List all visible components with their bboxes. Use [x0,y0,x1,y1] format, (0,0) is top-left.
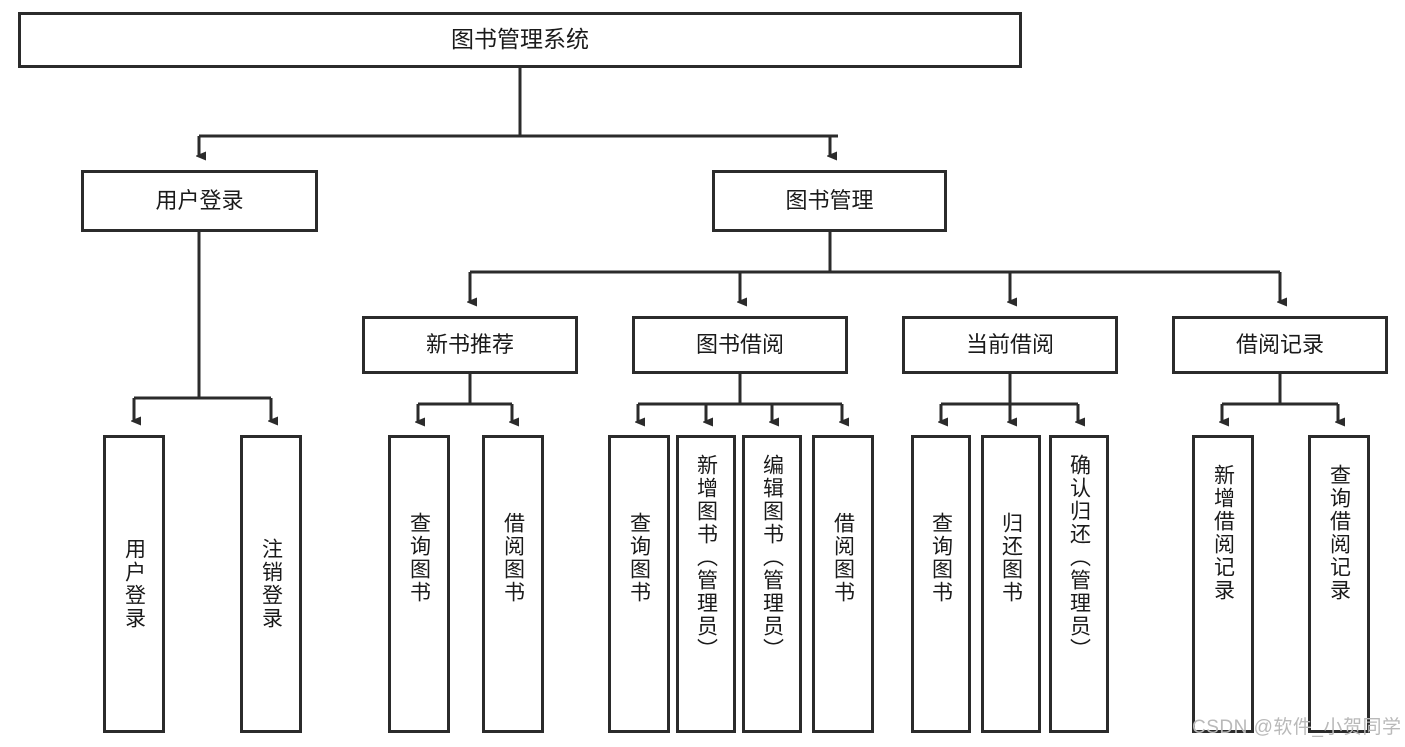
leaf-br-add-record[interactable]: 新增借阅记录 [1192,435,1254,733]
node-new-book-recommend-label: 新书推荐 [425,332,514,358]
csdn-watermark: CSDN @软件_小贺同学 [1192,717,1402,738]
leaf-bb-edit-book-label: 编辑图书（管理员） [760,454,784,661]
leaf-nb-query-book-label: 查询图书 [407,512,431,604]
leaf-br-query-record-label: 查询借阅记录 [1327,464,1351,602]
node-current-borrow-label: 当前借阅 [965,332,1054,358]
leaf-cb-query-book-label: 查询图书 [929,512,953,604]
leaf-br-add-record-label: 新增借阅记录 [1211,464,1235,602]
leaf-cb-return-book-label: 归还图书 [999,512,1023,604]
leaf-bb-query-book[interactable]: 查询图书 [608,435,670,733]
node-root-label: 图书管理系统 [451,26,589,53]
node-user-login[interactable]: 用户登录 [81,170,318,232]
node-current-borrow[interactable]: 当前借阅 [902,316,1118,374]
leaf-nb-query-book[interactable]: 查询图书 [388,435,450,733]
leaf-logout[interactable]: 注销登录 [240,435,302,733]
leaf-bb-borrow-book[interactable]: 借阅图书 [812,435,874,733]
node-book-borrow[interactable]: 图书借阅 [632,316,848,374]
node-root[interactable]: 图书管理系统 [18,12,1022,68]
leaf-cb-return-book[interactable]: 归还图书 [981,435,1041,733]
node-book-manage-label: 图书管理 [785,188,874,214]
leaf-bb-add-book[interactable]: 新增图书（管理员） [676,435,736,733]
leaf-cb-confirm-return[interactable]: 确认归还（管理员） [1049,435,1109,733]
leaf-cb-query-book[interactable]: 查询图书 [911,435,971,733]
leaf-bb-edit-book[interactable]: 编辑图书（管理员） [742,435,802,733]
node-user-login-label: 用户登录 [155,188,244,214]
node-new-book-recommend[interactable]: 新书推荐 [362,316,578,374]
leaf-user-login-label: 用户登录 [122,538,146,630]
leaf-br-query-record[interactable]: 查询借阅记录 [1308,435,1370,733]
node-borrow-record-label: 借阅记录 [1235,332,1324,358]
leaf-bb-add-book-label: 新增图书（管理员） [694,454,718,661]
leaf-bb-borrow-book-label: 借阅图书 [831,512,855,604]
leaf-nb-borrow-book[interactable]: 借阅图书 [482,435,544,733]
node-book-borrow-label: 图书借阅 [695,332,784,358]
leaf-nb-borrow-book-label: 借阅图书 [501,512,525,604]
leaf-bb-query-book-label: 查询图书 [627,512,651,604]
node-borrow-record[interactable]: 借阅记录 [1172,316,1388,374]
leaf-cb-confirm-return-label: 确认归还（管理员） [1067,454,1091,661]
leaf-logout-label: 注销登录 [259,538,283,630]
leaf-user-login[interactable]: 用户登录 [103,435,165,733]
node-book-manage[interactable]: 图书管理 [712,170,947,232]
